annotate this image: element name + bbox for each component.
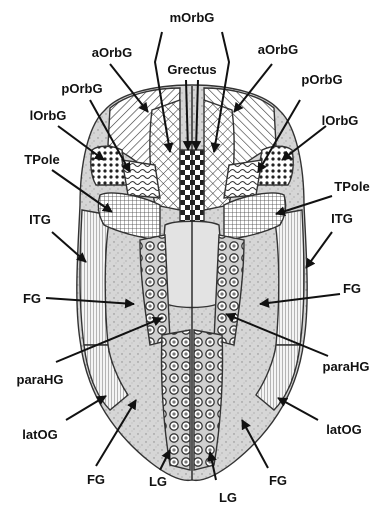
label-latog-left: latOG [22, 427, 57, 442]
label-itg-left: ITG [29, 212, 51, 227]
porbg-left-region [122, 160, 160, 198]
label-fg-left-bottom: FG [87, 472, 105, 487]
label-parahg-right: paraHG [323, 359, 370, 374]
itg-right-region [274, 210, 304, 345]
label-fg-right-mid: FG [343, 281, 361, 296]
label-itg-right: ITG [331, 211, 353, 226]
label-tpole-right: TPole [334, 179, 369, 194]
label-porbg-left: pOrbG [61, 81, 102, 96]
label-fg-right-bottom: FG [269, 473, 287, 488]
label-lg-left: LG [149, 474, 167, 489]
label-tpole-left: TPole [24, 152, 59, 167]
label-lorbg-right: lOrbG [322, 113, 359, 128]
label-lorbg-left: lOrbG [30, 108, 67, 123]
itg-left-region [80, 210, 110, 345]
label-lg-right: LG [219, 490, 237, 505]
label-aorbg-right: aOrbG [258, 42, 298, 57]
label-aorbg-left: aOrbG [92, 45, 132, 60]
label-parahg-left: paraHG [17, 372, 64, 387]
label-fg-left-mid: FG [23, 291, 41, 306]
label-grectus: Grectus [167, 62, 216, 77]
label-porbg-right: pOrbG [301, 72, 342, 87]
label-morbg: mOrbG [170, 10, 215, 25]
porbg-right-region [224, 160, 262, 198]
label-latog-right: latOG [326, 422, 361, 437]
